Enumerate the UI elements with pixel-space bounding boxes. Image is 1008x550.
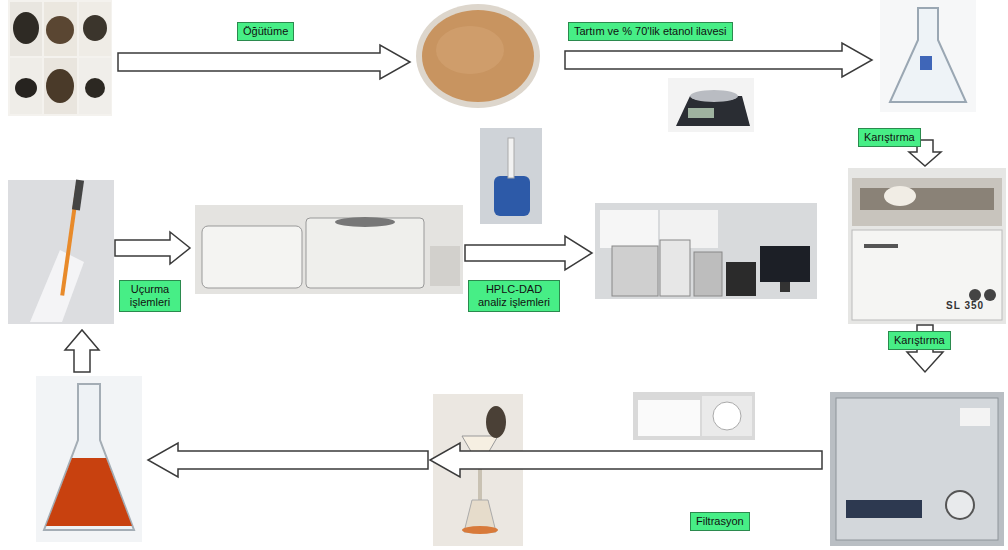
pipette-photo: [8, 180, 114, 324]
filter-paper-photo: [633, 392, 755, 440]
step-text: Filtrasyon: [696, 515, 744, 528]
step-label: Uçurma işlemleri: [119, 280, 181, 312]
step-label: Tartım ve % 70'lik etanol ilavesi: [568, 22, 733, 41]
ultrasonic-bath-photo: [830, 392, 1004, 546]
step-label: Filtrasyon: [690, 512, 750, 531]
hplc-photo: [595, 203, 817, 299]
shaker-photo: [848, 168, 1006, 324]
step-text: Öğütüme: [243, 25, 288, 38]
raw-material-photos: [8, 0, 112, 116]
empty-flask: [880, 0, 976, 112]
step-label: Öğütüme: [237, 22, 294, 41]
flow-arrows: [65, 43, 943, 477]
step-text: HPLC-DAD analiz işlemleri: [474, 283, 554, 309]
device-label: SL 350: [946, 300, 984, 311]
step-text: Karıştırma: [864, 131, 915, 144]
step-text: Tartım ve % 70'lik etanol ilavesi: [574, 25, 727, 38]
vortex-photo: [480, 128, 542, 224]
extract-flask: [36, 376, 142, 542]
step-text: Uçurma işlemleri: [125, 283, 175, 309]
step-text: Karıştırma: [894, 334, 945, 347]
step-label: HPLC-DAD analiz işlemleri: [468, 280, 560, 312]
step-label: Karıştırma: [888, 331, 951, 350]
evaporator-photo: [195, 205, 463, 294]
balance-photo: [668, 78, 754, 132]
step-label: Karıştırma: [858, 128, 921, 147]
powder-dish: [416, 4, 540, 108]
